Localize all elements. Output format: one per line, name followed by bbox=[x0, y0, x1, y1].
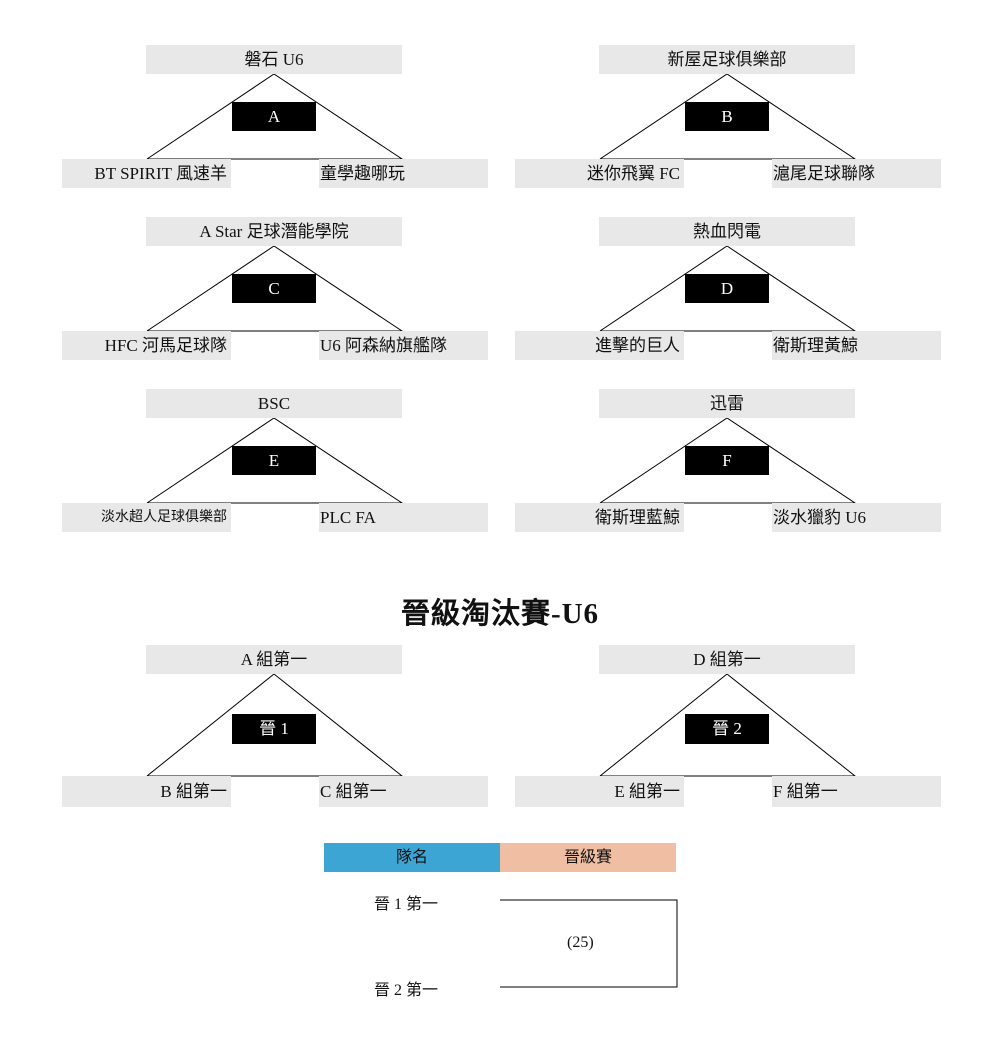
group-d-label: D bbox=[685, 274, 769, 303]
group-b: 新屋足球俱樂部 B 迷你飛翼 FC 滬尾足球聯隊 bbox=[515, 45, 941, 188]
group-f-left-team: 衛斯理藍鯨 bbox=[515, 503, 684, 532]
group-c-right-team: U6 阿森納旗艦隊 bbox=[319, 331, 488, 360]
group-f-top-team: 迅雷 bbox=[599, 389, 855, 418]
group-b-right-team: 滬尾足球聯隊 bbox=[772, 159, 941, 188]
group-d-left-team: 進擊的巨人 bbox=[515, 331, 684, 360]
group-c-left-team: HFC 河馬足球隊 bbox=[62, 331, 231, 360]
group-a-left-team: BT SPIRIT 風速羊 bbox=[62, 159, 231, 188]
group-c-top-team: A Star 足球潛能學院 bbox=[146, 217, 402, 246]
group-a-triangle bbox=[146, 73, 404, 160]
knockout-group-2: D 組第一 晉 2 E 組第一 F 組第一 bbox=[515, 645, 941, 807]
group-a: 磐石 U6 A BT SPIRIT 風速羊 童學趣哪玩 bbox=[62, 45, 488, 188]
knockout-group-1-left-team: B 組第一 bbox=[62, 776, 231, 807]
group-a-label: A bbox=[232, 102, 316, 131]
group-c-label: C bbox=[232, 274, 316, 303]
knockout-group-2-label: 晉 2 bbox=[685, 714, 769, 744]
group-e-top-team: BSC bbox=[146, 389, 402, 418]
group-f-label: F bbox=[685, 446, 769, 475]
group-c-triangle bbox=[146, 245, 404, 332]
group-c: A Star 足球潛能學院 C HFC 河馬足球隊 U6 阿森納旗艦隊 bbox=[62, 217, 488, 360]
knockout-group-1-right-team: C 組第一 bbox=[319, 776, 488, 807]
knockout-group-2-left-team: E 組第一 bbox=[515, 776, 684, 807]
group-a-top-team: 磐石 U6 bbox=[146, 45, 402, 74]
group-b-triangle bbox=[599, 73, 857, 160]
header-promotion-round: 晉級賽 bbox=[500, 843, 676, 872]
group-d: 熱血閃電 D 進擊的巨人 衛斯理黃鯨 bbox=[515, 217, 941, 360]
group-d-right-team: 衛斯理黃鯨 bbox=[772, 331, 941, 360]
knockout-group-1: A 組第一 晉 1 B 組第一 C 組第一 bbox=[62, 645, 488, 807]
group-b-top-team: 新屋足球俱樂部 bbox=[599, 45, 855, 74]
final-match-number: (25) bbox=[567, 934, 594, 951]
group-b-left-team: 迷你飛翼 FC bbox=[515, 159, 684, 188]
knockout-title: 晉級淘汰賽-U6 bbox=[400, 598, 600, 630]
final-team-1: 晉 1 第一 bbox=[374, 896, 439, 913]
group-e: BSC E 淡水超人足球俱樂部 PLC FA bbox=[62, 389, 488, 532]
group-e-right-team: PLC FA bbox=[319, 503, 488, 532]
group-f-triangle bbox=[599, 417, 857, 504]
knockout-group-2-right-team: F 組第一 bbox=[772, 776, 941, 807]
group-e-label: E bbox=[232, 446, 316, 475]
group-a-right-team: 童學趣哪玩 bbox=[319, 159, 488, 188]
group-d-triangle bbox=[599, 245, 857, 332]
group-d-top-team: 熱血閃電 bbox=[599, 217, 855, 246]
knockout-group-1-label: 晉 1 bbox=[232, 714, 316, 744]
knockout-group-2-triangle bbox=[599, 673, 857, 777]
final-team-2: 晉 2 第一 bbox=[374, 982, 439, 999]
group-f-right-team: 淡水獵豹 U6 bbox=[772, 503, 941, 532]
group-e-triangle bbox=[146, 417, 404, 504]
knockout-group-1-top-team: A 組第一 bbox=[146, 645, 402, 674]
group-b-label: B bbox=[685, 102, 769, 131]
header-team-name: 隊名 bbox=[324, 843, 500, 872]
knockout-group-1-triangle bbox=[146, 673, 404, 777]
group-f: 迅雷 F 衛斯理藍鯨 淡水獵豹 U6 bbox=[515, 389, 941, 532]
group-e-left-team: 淡水超人足球俱樂部 bbox=[62, 503, 231, 532]
knockout-group-2-top-team: D 組第一 bbox=[599, 645, 855, 674]
